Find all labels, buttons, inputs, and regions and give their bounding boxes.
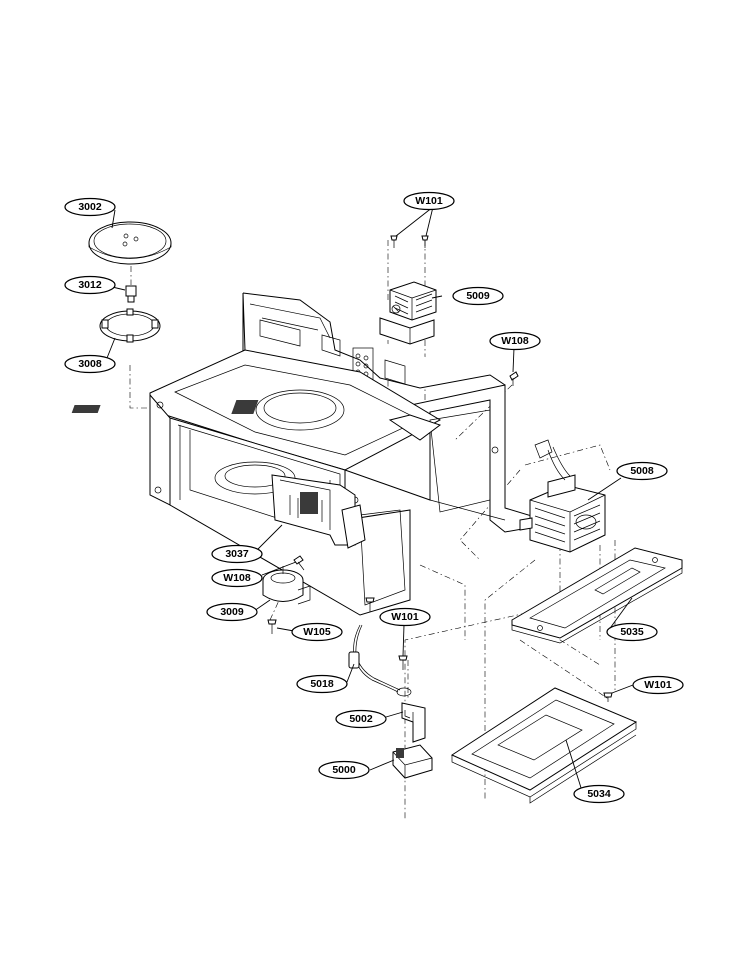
callout-w105: W105	[291, 622, 343, 642]
callout-3002: 3002	[64, 197, 116, 217]
callout-3009-text: 3009	[220, 606, 244, 618]
callout-5034-text: 5034	[587, 788, 611, 800]
callout-5035: 5035	[606, 622, 658, 642]
callout-w101-top-text: W101	[415, 195, 443, 207]
callout-5009: 5009	[452, 286, 504, 306]
callout-5034: 5034	[573, 784, 625, 804]
callout-3012: 3012	[64, 275, 116, 295]
callout-w101-right: W101	[632, 675, 684, 695]
callout-w108-right: W108	[489, 331, 541, 351]
callout-3008: 3008	[64, 354, 116, 374]
screws-w101-top	[390, 235, 429, 248]
callout-w101-mid: W101	[379, 607, 431, 627]
turntable-tray	[88, 221, 172, 265]
turntable-motor	[262, 566, 311, 605]
callout-5002-text: 5002	[349, 713, 373, 725]
callout-5008-text: 5008	[630, 465, 654, 477]
base-plate-lower	[450, 687, 638, 804]
screws-w108	[293, 371, 519, 571]
screw-w101-right	[603, 692, 613, 702]
callout-5000: 5000	[318, 760, 370, 780]
callout-3012-text: 3012	[78, 279, 102, 291]
callout-w108-left: W108	[211, 568, 263, 588]
callout-3002-text: 3002	[78, 201, 102, 213]
switch-bracket	[401, 702, 426, 743]
callout-3008-text: 3008	[78, 358, 102, 370]
callout-5018: 5018	[296, 674, 348, 694]
callout-5002: 5002	[335, 709, 387, 729]
callout-5009-text: 5009	[466, 290, 490, 302]
callout-w108-left-text: W108	[223, 572, 251, 584]
transformer	[519, 439, 606, 553]
magnetron	[379, 281, 437, 345]
cavity-chassis	[71, 292, 546, 616]
coupler	[125, 266, 137, 303]
base-plate-upper	[511, 547, 683, 644]
callout-5018-text: 5018	[310, 678, 334, 690]
callout-5000-text: 5000	[332, 764, 356, 776]
roller-ring	[99, 308, 161, 343]
screw-w105	[267, 619, 277, 634]
screw-w101-mid	[365, 597, 408, 670]
callout-w105-text: W105	[303, 626, 331, 638]
callout-w101-top: W101	[403, 191, 455, 211]
callout-3037: 3037	[211, 544, 263, 564]
wire-harness	[348, 624, 412, 697]
callout-3009: 3009	[206, 602, 258, 622]
callout-5035-text: 5035	[620, 626, 644, 638]
control-bracket	[271, 474, 366, 549]
callout-w108-right-text: W108	[501, 335, 529, 347]
callout-5008: 5008	[616, 461, 668, 481]
sensor-switch	[392, 744, 433, 779]
callout-3037-text: 3037	[225, 548, 249, 560]
callout-w101-mid-text: W101	[391, 611, 419, 623]
callout-w101-right-text: W101	[644, 679, 672, 691]
